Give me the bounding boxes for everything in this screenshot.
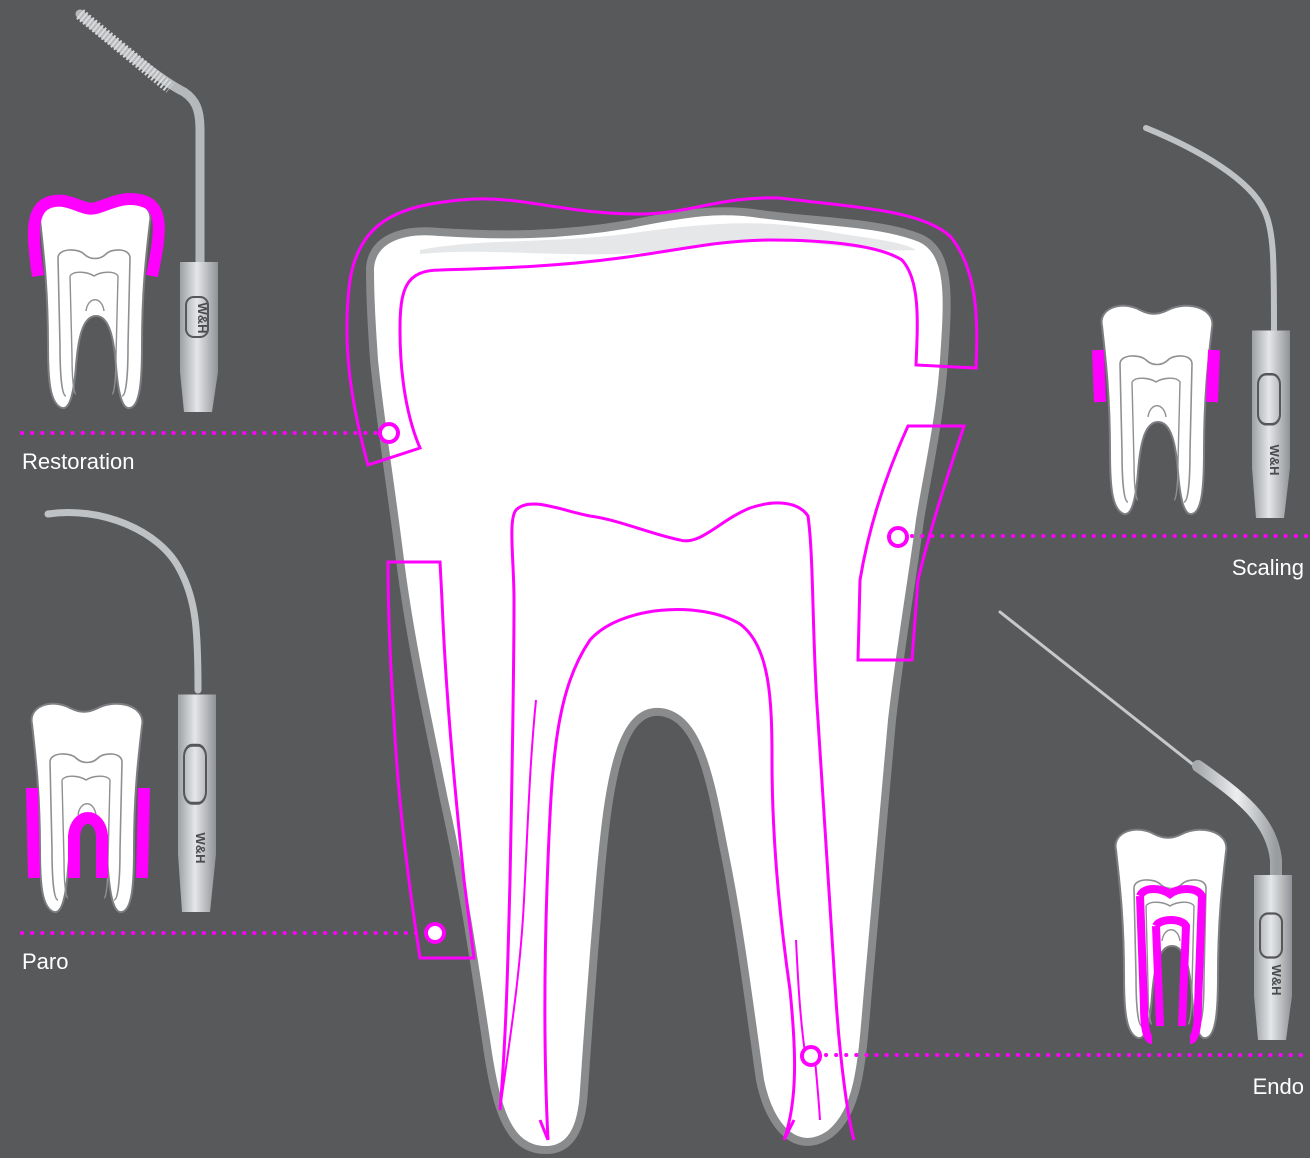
restoration-label: Restoration: [22, 451, 135, 473]
paro-instrument-logo: W&H: [193, 832, 208, 863]
main-tooth-body: [370, 211, 947, 1150]
main-tooth: [347, 198, 977, 1150]
restoration-thumbnail: [34, 14, 218, 412]
endo-dot: [802, 1047, 820, 1065]
restoration-instrument-logo: W&H: [195, 302, 210, 333]
restoration-dot: [380, 424, 398, 442]
paro-thumbnail: [32, 512, 216, 912]
scaling-thumbnail: [1098, 128, 1290, 518]
scaling-instrument-logo: W&H: [1267, 444, 1282, 475]
scaling-dot: [889, 528, 907, 546]
paro-dot: [426, 924, 444, 942]
paro-label: Paro: [22, 951, 68, 973]
endo-instrument-logo: W&H: [1269, 964, 1284, 995]
endo-label: Endo: [1253, 1076, 1304, 1098]
endo-thumbnail: [1000, 612, 1292, 1040]
scaling-label: Scaling: [1232, 557, 1304, 579]
